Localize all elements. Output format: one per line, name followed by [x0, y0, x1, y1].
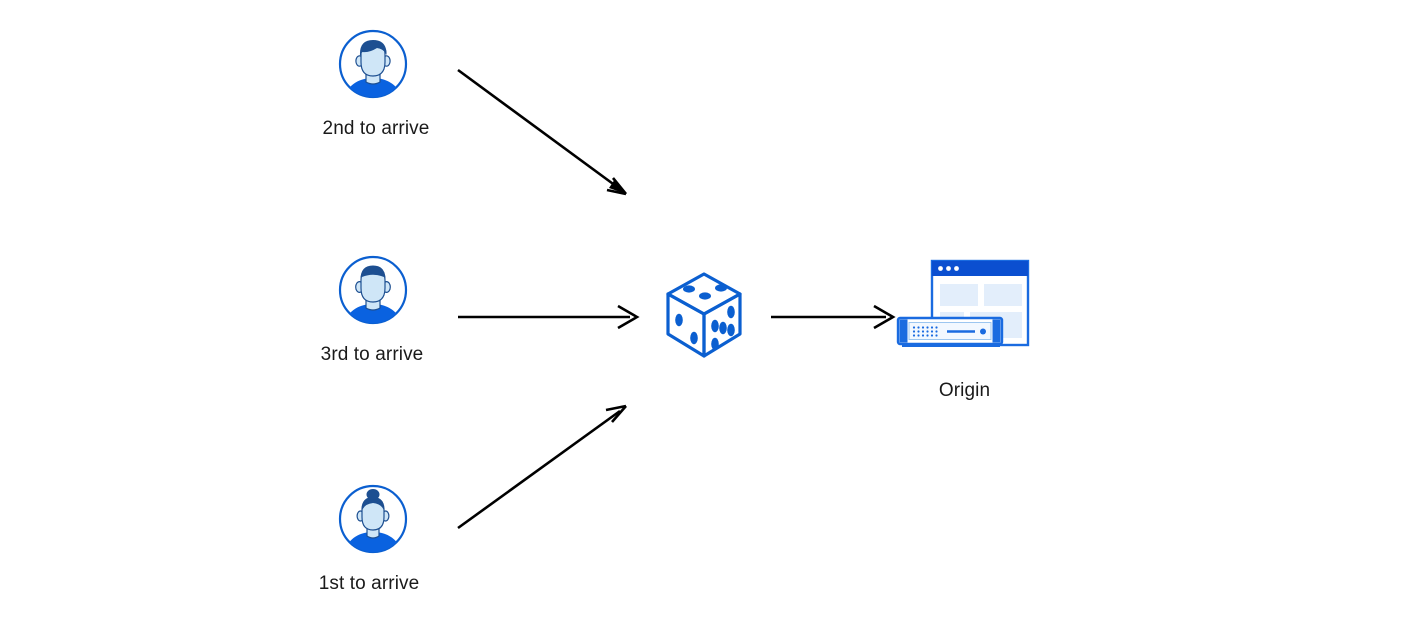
client-avatar-3rd[interactable] [337, 254, 409, 326]
origin-node[interactable] [890, 255, 1040, 375]
origin-server-icon [896, 259, 1030, 347]
dice-icon [666, 272, 742, 358]
server-device-icon [896, 316, 1004, 347]
user-avatar-icon [338, 255, 408, 325]
arrow-3rd-to-dice [458, 304, 640, 330]
client-avatar-1st[interactable] [337, 483, 409, 555]
arrow-1st-to-dice [457, 404, 627, 530]
origin-label: Origin [938, 380, 991, 401]
client-avatar-2nd[interactable] [337, 28, 409, 100]
randomizer-dice[interactable] [660, 268, 748, 364]
client-label-1st: 1st to arrive [318, 573, 420, 594]
client-label-2nd: 2nd to arrive [322, 118, 430, 139]
arrow-dice-to-origin [771, 304, 896, 330]
user-avatar-icon [338, 29, 408, 99]
client-label-3rd: 3rd to arrive [320, 344, 424, 365]
user-avatar-icon [338, 484, 408, 554]
